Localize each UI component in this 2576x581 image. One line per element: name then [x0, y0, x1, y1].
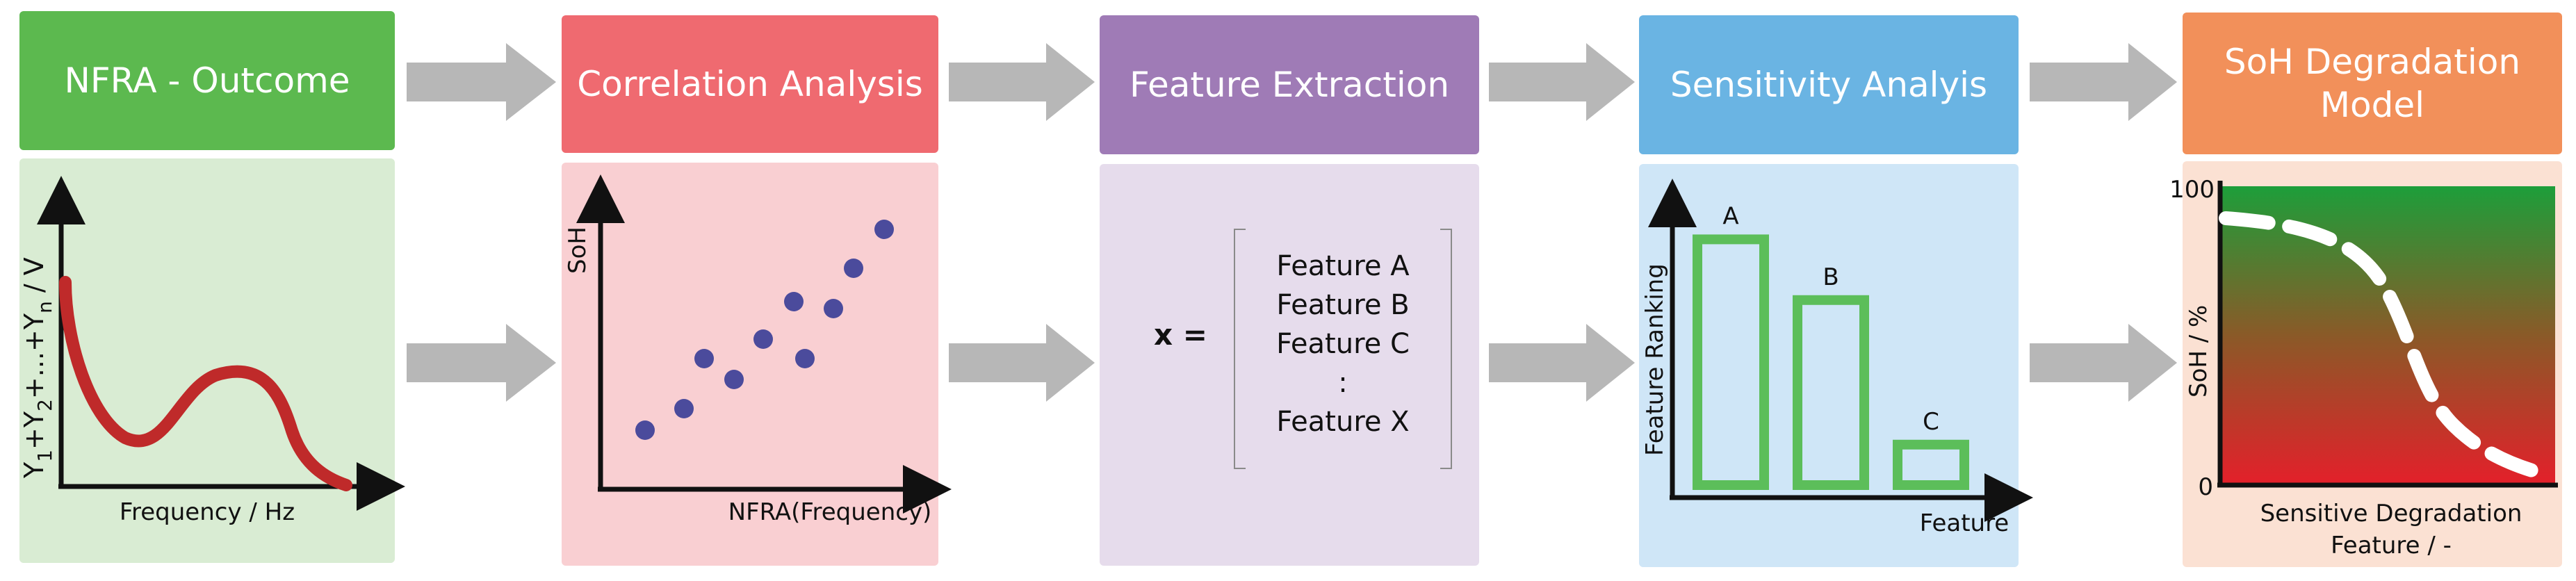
- stage-title: Feature Extraction: [1129, 65, 1450, 105]
- x-axis-label: Feature: [1920, 509, 2009, 537]
- bar-label-a: A: [1722, 202, 1738, 230]
- scatter-point: [724, 370, 744, 389]
- y-min-label: 0: [2198, 473, 2213, 501]
- nfra-response-curve: [59, 276, 352, 491]
- scatter-point: [635, 420, 655, 440]
- scatter-point: [784, 292, 804, 311]
- feature-item: Feature A: [1276, 250, 1410, 282]
- stage-header-nfra-outcome: NFRA - Outcome: [19, 11, 395, 150]
- bar-a: [1693, 234, 1769, 491]
- nfra-plot: Frequency / Hz Y1+Y2+...+Yn / V: [19, 176, 405, 526]
- arrow-right-icon: [2030, 43, 2177, 121]
- stage-header-feature-extraction: Feature Extraction: [1100, 15, 1479, 154]
- arrow-right-icon: [407, 324, 556, 402]
- arrow-right-icon: [1489, 324, 1635, 402]
- arrow-right-icon: [407, 43, 556, 121]
- stage-header-correlation-analysis: Correlation Analysis: [562, 15, 938, 153]
- x-axis-label: NFRA(Frequency): [728, 498, 932, 526]
- stage-header-soh-degradation-model: SoH Degradation Model: [2183, 13, 2562, 154]
- y-axis-label: SoH / %: [2185, 305, 2212, 398]
- panel-feature-extraction: [1100, 164, 1479, 566]
- sensitivity-bar-chart: A B C Feature Feature Ranking: [1641, 179, 2033, 537]
- right-bracket: [1440, 229, 1452, 469]
- scatter-point: [753, 329, 773, 349]
- bar-b: [1793, 295, 1869, 490]
- feature-vector: x = Feature A Feature B Feature C : Feat…: [1154, 229, 1452, 469]
- arrow-right-icon: [949, 43, 1095, 121]
- stage-title: NFRA - Outcome: [64, 60, 350, 101]
- feature-item: Feature C: [1276, 328, 1410, 360]
- scatter-point: [674, 399, 694, 418]
- scatter-point: [874, 220, 894, 239]
- soh-degradation-curve: [2219, 211, 2557, 482]
- arrow-right-icon: [1489, 43, 1635, 121]
- x-axis-label: Frequency / Hz: [120, 498, 295, 526]
- feature-item: Feature B: [1276, 289, 1409, 321]
- y-axis-label: SoH: [564, 227, 592, 274]
- soh-gradient-area: [2220, 186, 2555, 484]
- stage-title: Correlation Analysis: [577, 64, 923, 104]
- vector-lhs: x =: [1154, 318, 1207, 352]
- feature-item: Feature X: [1276, 406, 1409, 438]
- scatter-point: [824, 299, 843, 318]
- bar-label-b: B: [1823, 263, 1839, 291]
- correlation-scatter: NFRA(Frequency) SoH: [564, 174, 952, 526]
- arrow-right-icon: [2030, 324, 2177, 402]
- x-axis-label-line1: Sensitive Degradation: [2260, 500, 2522, 527]
- y-axis-label: Y1+Y2+...+Yn / V: [19, 257, 56, 479]
- x-axis-label-line2: Feature / -: [2331, 532, 2452, 559]
- stage-title: SoH Degradation Model: [2224, 42, 2521, 125]
- scatter-point: [844, 259, 863, 278]
- scatter-point: [694, 349, 714, 368]
- arrow-right-icon: [949, 324, 1095, 402]
- bar-label-c: C: [1923, 408, 1939, 436]
- stage-title: Sensitivity Analyis: [1670, 65, 1988, 105]
- stage-header-sensitivity-analysis: Sensitivity Analyis: [1639, 15, 2019, 154]
- soh-degradation-plot: 100 0 SoH / % Sensitive Degradation Feat…: [2169, 176, 2558, 559]
- feature-item: :: [1338, 367, 1347, 399]
- bar-c: [1893, 439, 1969, 491]
- scatter-point: [795, 349, 815, 368]
- y-max-label: 100: [2169, 176, 2215, 204]
- left-bracket: [1234, 229, 1246, 469]
- y-axis-label: Feature Ranking: [1641, 263, 1669, 456]
